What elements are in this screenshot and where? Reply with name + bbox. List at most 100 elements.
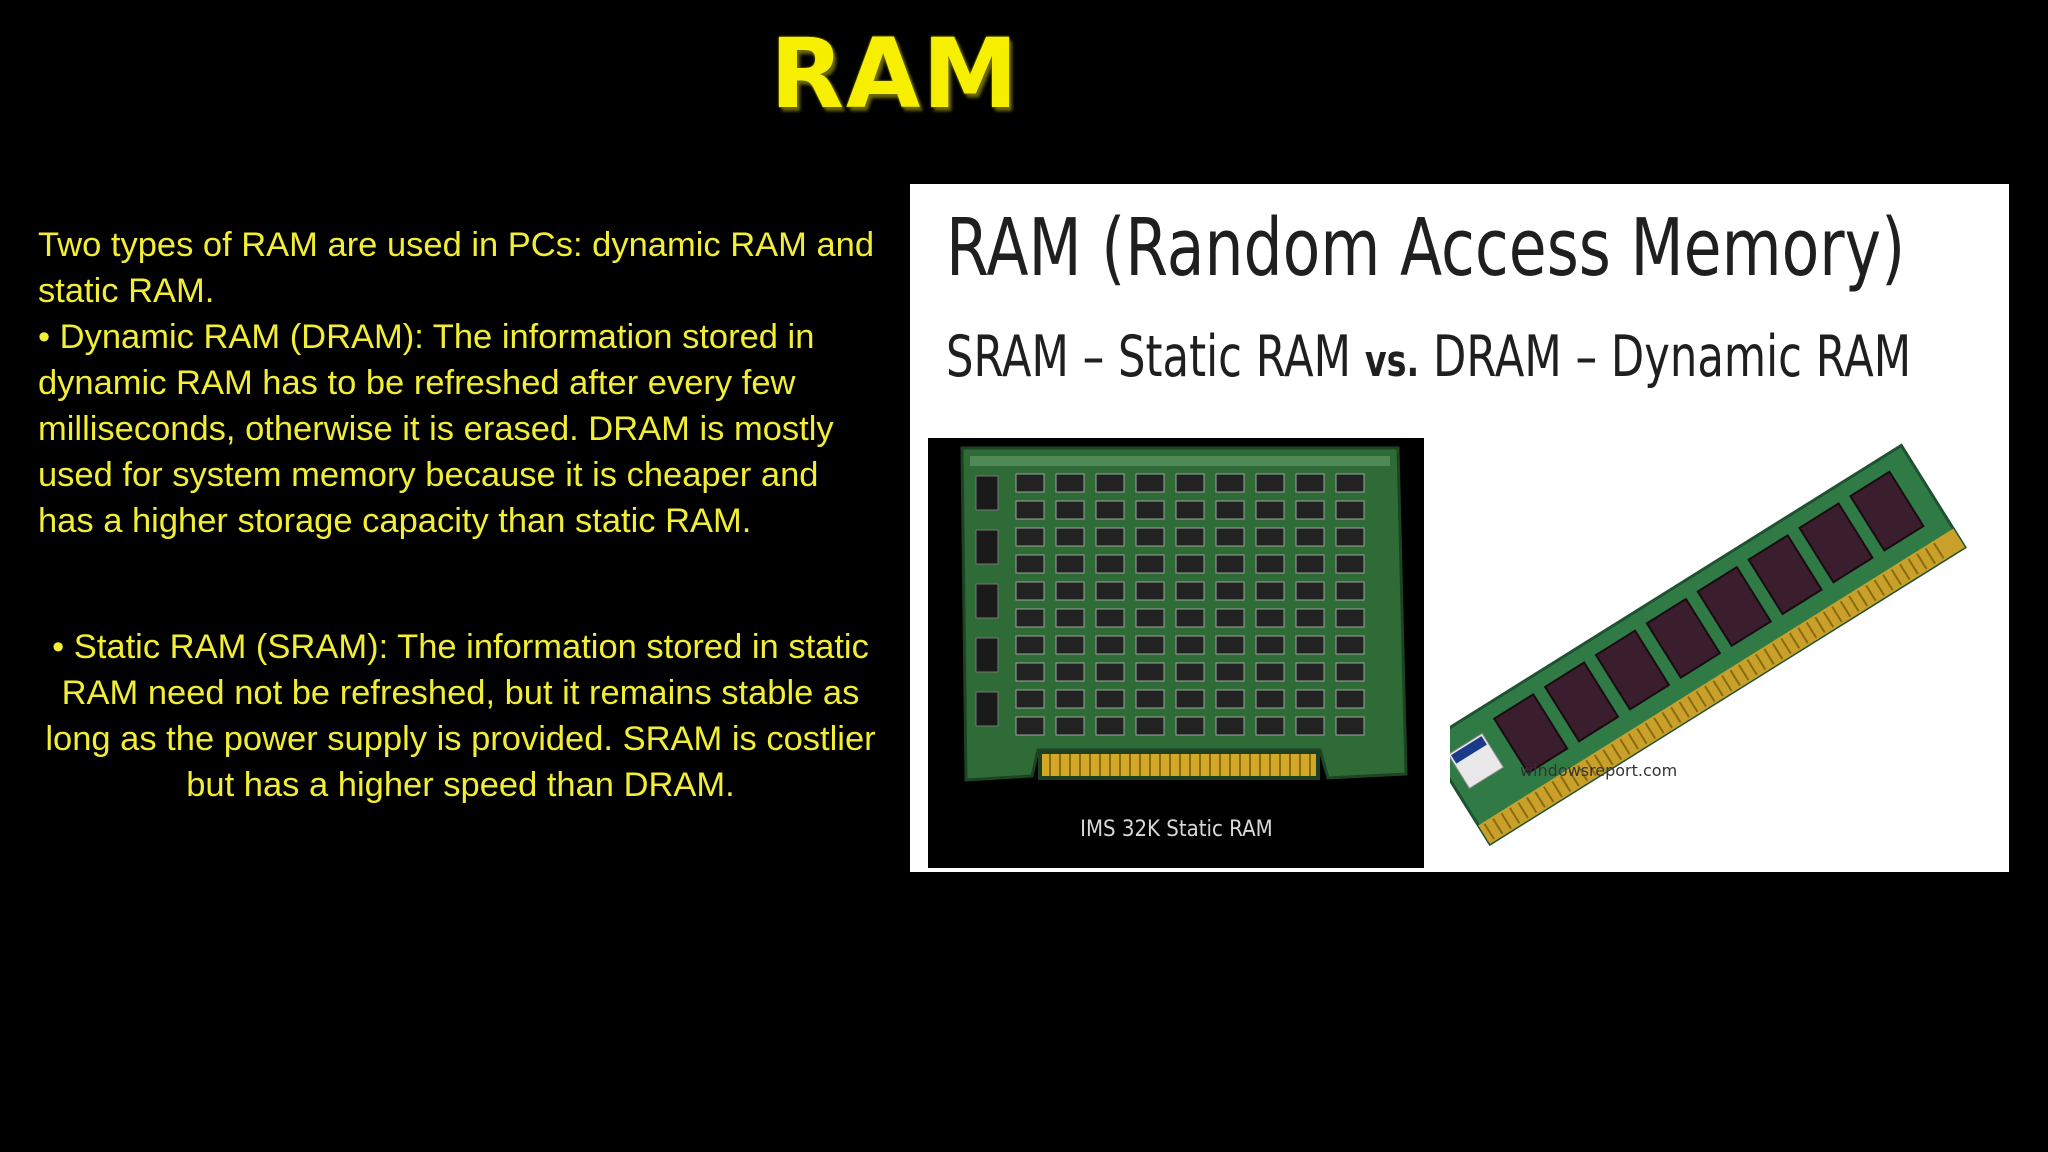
memory-chip bbox=[1095, 527, 1125, 547]
memory-chip bbox=[1295, 635, 1325, 655]
memory-chip bbox=[1255, 716, 1285, 736]
memory-chip bbox=[1175, 554, 1205, 574]
memory-chip bbox=[1175, 527, 1205, 547]
vs-label: vs. bbox=[1364, 336, 1420, 387]
figure-subheading: SRAM – Static RAM vs. DRAM – Dynamic RAM bbox=[946, 324, 1911, 390]
memory-chip bbox=[1095, 635, 1125, 655]
memory-chip bbox=[1215, 662, 1245, 682]
memory-chip bbox=[1295, 554, 1325, 574]
watermark-text: windowsreport.com bbox=[1520, 761, 1677, 780]
memory-chip bbox=[1295, 527, 1325, 547]
memory-chip bbox=[1135, 554, 1165, 574]
memory-chip bbox=[1255, 608, 1285, 628]
memory-chip bbox=[1135, 500, 1165, 520]
memory-chip bbox=[1015, 581, 1045, 601]
memory-chip bbox=[1095, 581, 1125, 601]
dram-chip bbox=[1594, 629, 1671, 711]
memory-chip bbox=[1175, 608, 1205, 628]
memory-chip bbox=[1015, 608, 1045, 628]
memory-chip bbox=[1175, 500, 1205, 520]
intro-paragraph: Two types of RAM are used in PCs: dynami… bbox=[38, 222, 883, 544]
memory-chip bbox=[1295, 581, 1325, 601]
memory-chip bbox=[1295, 500, 1325, 520]
body-text: Two types of RAM are used in PCs: dynami… bbox=[38, 222, 883, 808]
memory-chip bbox=[1255, 473, 1285, 493]
memory-chip bbox=[1175, 716, 1205, 736]
memory-chip bbox=[1095, 608, 1125, 628]
memory-chip bbox=[1095, 473, 1125, 493]
dram-chip bbox=[1492, 692, 1569, 775]
memory-chip bbox=[1015, 500, 1045, 520]
memory-chip bbox=[1175, 581, 1205, 601]
memory-chip bbox=[1135, 689, 1165, 709]
ram-comparison-image: RAM (Random Access Memory) SRAM – Static… bbox=[910, 184, 2009, 872]
memory-chip bbox=[1135, 581, 1165, 601]
memory-chip bbox=[1175, 689, 1205, 709]
memory-chip bbox=[1335, 635, 1365, 655]
memory-chip bbox=[1135, 527, 1165, 547]
sram-board-illustration: IMS 32K Static RAM bbox=[928, 438, 1424, 868]
memory-chip bbox=[1335, 662, 1365, 682]
sram-board-photo: IMS 32K Static RAM bbox=[928, 438, 1424, 868]
memory-chip bbox=[1135, 608, 1165, 628]
dram-chip bbox=[1543, 661, 1620, 743]
memory-chip bbox=[1095, 554, 1125, 574]
memory-chip bbox=[1055, 635, 1085, 655]
memory-chip bbox=[1015, 716, 1045, 736]
memory-chip bbox=[1135, 716, 1165, 736]
memory-chip bbox=[1335, 473, 1365, 493]
memory-chip bbox=[1135, 662, 1165, 682]
memory-chip bbox=[1055, 716, 1085, 736]
memory-chip bbox=[1335, 554, 1365, 574]
memory-chip bbox=[1215, 500, 1245, 520]
memory-chip bbox=[1215, 581, 1245, 601]
memory-chip bbox=[1335, 581, 1365, 601]
memory-chip bbox=[1255, 500, 1285, 520]
memory-chip bbox=[1175, 473, 1205, 493]
memory-chip bbox=[1295, 716, 1325, 736]
dram-chip bbox=[1696, 565, 1773, 648]
memory-chip bbox=[1255, 689, 1285, 709]
memory-chip bbox=[1335, 716, 1365, 736]
memory-chip bbox=[1055, 689, 1085, 709]
memory-chip bbox=[1015, 527, 1045, 547]
memory-chip bbox=[1175, 662, 1205, 682]
memory-chip bbox=[1295, 662, 1325, 682]
memory-chip bbox=[1015, 635, 1045, 655]
memory-chip bbox=[1095, 500, 1125, 520]
board-caption: IMS 32K Static RAM bbox=[1080, 816, 1273, 841]
memory-chip bbox=[1055, 608, 1085, 628]
memory-chip bbox=[1335, 500, 1365, 520]
dram-chip bbox=[1645, 597, 1722, 679]
memory-chip bbox=[1295, 608, 1325, 628]
intro-text: Two types of RAM are used in PCs: dynami… bbox=[38, 226, 875, 310]
memory-chip bbox=[1015, 662, 1045, 682]
memory-chip bbox=[1015, 689, 1045, 709]
memory-chip bbox=[1095, 689, 1125, 709]
memory-chip bbox=[1175, 635, 1205, 655]
memory-chip bbox=[1255, 635, 1285, 655]
memory-chip bbox=[1335, 608, 1365, 628]
sram-label: SRAM – Static RAM bbox=[946, 324, 1352, 390]
memory-chip bbox=[1015, 473, 1045, 493]
dram-chip bbox=[1747, 533, 1823, 616]
dram-bullet: • Dynamic RAM (DRAM): The information st… bbox=[38, 318, 834, 540]
memory-chip bbox=[1135, 473, 1165, 493]
memory-chip bbox=[1215, 689, 1245, 709]
memory-chip bbox=[1335, 527, 1365, 547]
memory-chip bbox=[1295, 473, 1325, 493]
dram-chip bbox=[1798, 502, 1874, 584]
memory-chip bbox=[1215, 473, 1245, 493]
memory-chip bbox=[1015, 554, 1045, 574]
memory-chip bbox=[1255, 662, 1285, 682]
memory-chip bbox=[1295, 689, 1325, 709]
memory-chip bbox=[1335, 689, 1365, 709]
memory-chip bbox=[1215, 635, 1245, 655]
memory-chip bbox=[1055, 527, 1085, 547]
memory-chip bbox=[1215, 716, 1245, 736]
memory-chip bbox=[1055, 473, 1085, 493]
memory-chip bbox=[1055, 662, 1085, 682]
dram-label: DRAM – Dynamic RAM bbox=[1433, 324, 1912, 390]
memory-chip bbox=[1255, 527, 1285, 547]
memory-chip bbox=[1215, 527, 1245, 547]
